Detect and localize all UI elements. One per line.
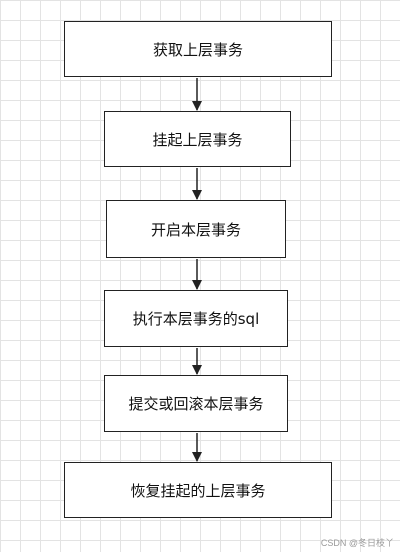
- node-commit-or-rollback: 提交或回滚本层事务: [104, 375, 288, 432]
- watermark-text: CSDN @冬日枝丫: [320, 538, 394, 548]
- node-resume-outer-transaction: 恢复挂起的上层事务: [64, 462, 332, 518]
- node-begin-current-transaction: 开启本层事务: [106, 200, 286, 258]
- node-label: 执行本层事务的sql: [132, 310, 260, 328]
- node-label: 恢复挂起的上层事务: [130, 481, 266, 500]
- node-get-outer-transaction: 获取上层事务: [64, 21, 332, 77]
- node-label: 挂起上层事务: [152, 130, 243, 149]
- node-suspend-outer-transaction: 挂起上层事务: [104, 111, 291, 167]
- node-label: 提交或回滚本层事务: [128, 395, 264, 413]
- node-label: 开启本层事务: [150, 220, 241, 239]
- node-label: 获取上层事务: [152, 40, 243, 59]
- node-execute-current-sql: 执行本层事务的sql: [104, 290, 288, 347]
